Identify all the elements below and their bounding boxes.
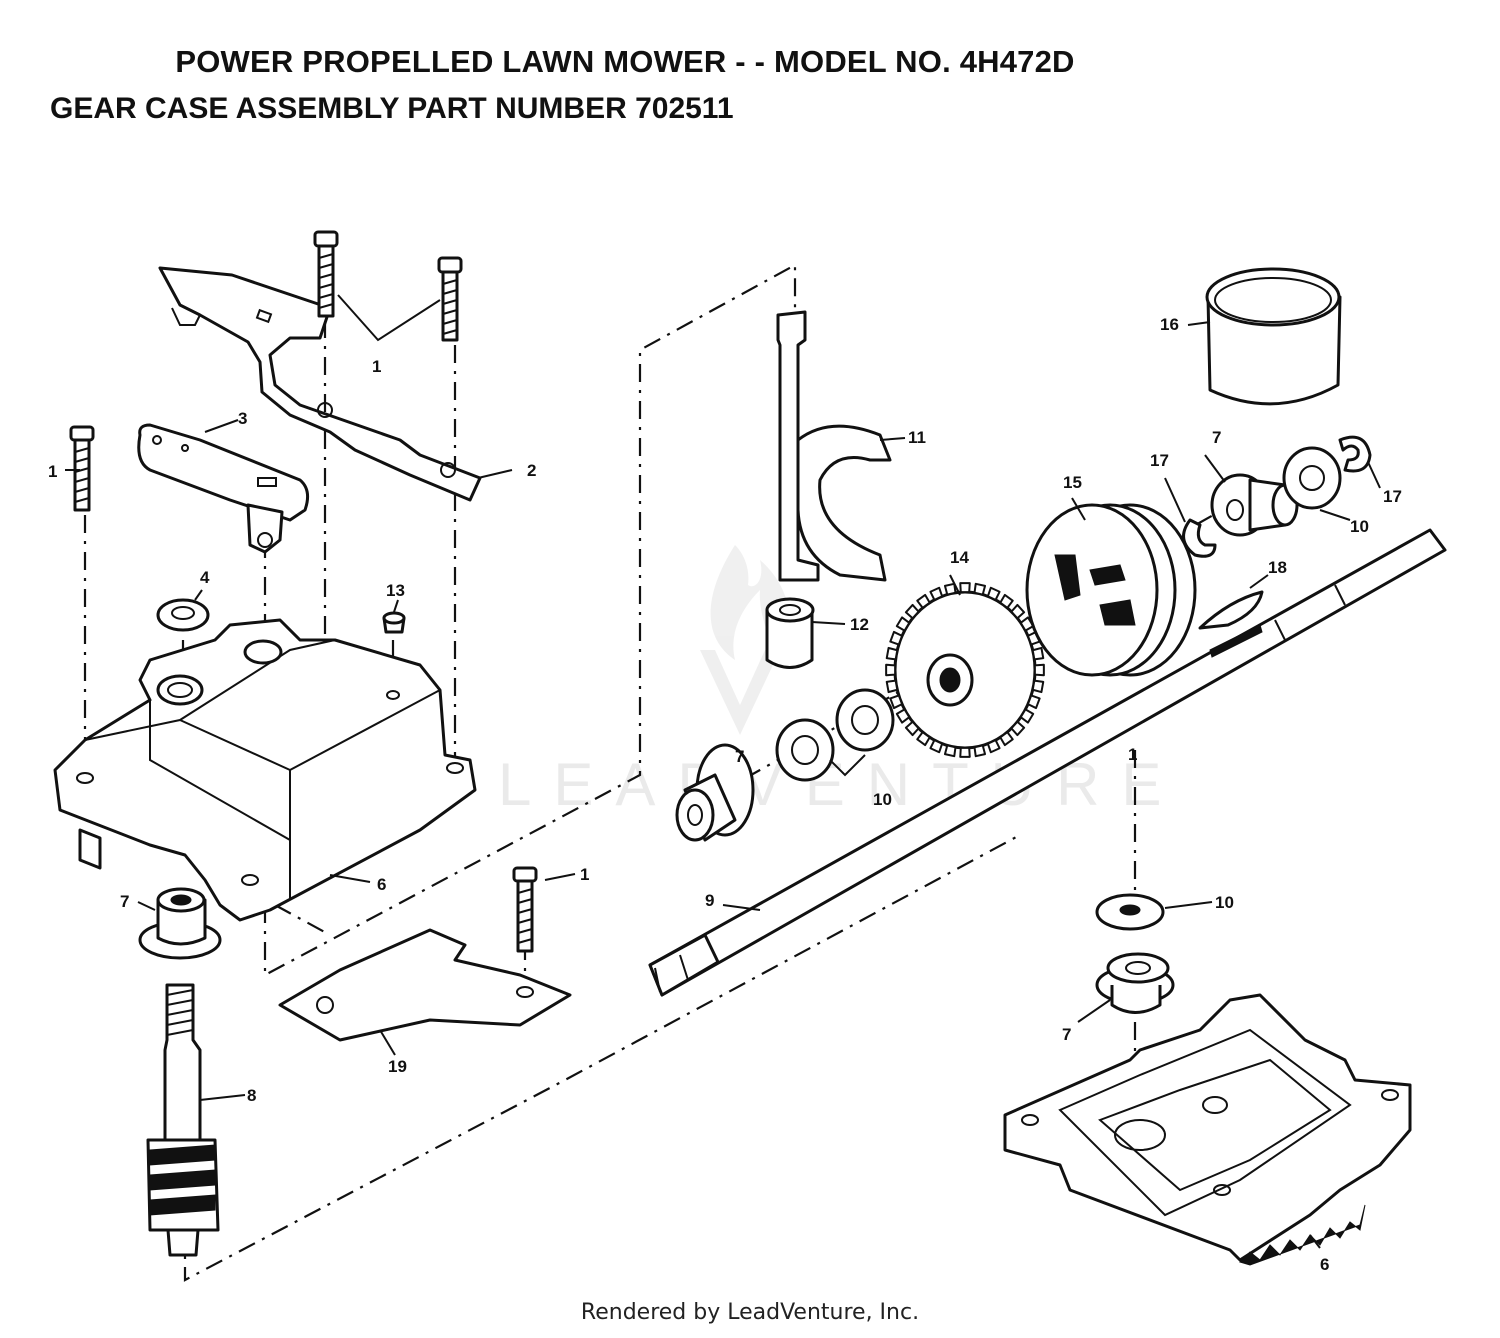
callout-6-lower: 6 xyxy=(1320,1255,1329,1274)
callout-14: 14 xyxy=(950,548,969,567)
callout-1-top: 1 xyxy=(372,357,381,376)
gear-tooth xyxy=(916,731,931,747)
footer-credit: Rendered by LeadVenture, Inc. xyxy=(580,1300,920,1325)
callout-4: 4 xyxy=(200,568,210,587)
gear-tooth xyxy=(929,586,944,601)
gear-tooth xyxy=(999,593,1014,609)
part-10-washer-right xyxy=(1282,446,1342,510)
gear-tooth xyxy=(1026,694,1041,710)
gear-tooth xyxy=(904,720,920,737)
gear-tooth xyxy=(959,582,971,594)
gear-tooth xyxy=(895,616,911,632)
callout-19: 19 xyxy=(388,1057,407,1076)
gear-tooth xyxy=(1031,679,1045,694)
watermark-text: LEADVENTURE xyxy=(498,751,1183,818)
callout-7-left: 7 xyxy=(120,892,129,911)
part-19-plate xyxy=(278,928,572,1042)
gear-tooth xyxy=(885,679,899,694)
callout-6-upper: 6 xyxy=(377,875,386,894)
gear-tooth xyxy=(986,739,1001,754)
part-14-gear xyxy=(885,582,1045,758)
callout-16: 16 xyxy=(1160,315,1179,334)
gear-tooth xyxy=(1019,708,1035,724)
gear-tooth xyxy=(986,586,1001,601)
callout-1-plate: 1 xyxy=(580,865,589,884)
part-16-cup xyxy=(1205,267,1342,406)
callout-12: 12 xyxy=(850,615,869,634)
screw-1d xyxy=(512,866,538,953)
callout-8: 8 xyxy=(247,1086,256,1105)
gear-tooth xyxy=(889,694,904,710)
callout-15: 15 xyxy=(1063,473,1082,492)
part-7-bushing-right xyxy=(1210,473,1299,537)
diagram-subtitle: GEAR CASE ASSEMBLY PART NUMBER 702511 xyxy=(50,92,734,125)
gear-tooth xyxy=(895,708,911,724)
gear-tooth xyxy=(943,744,957,758)
part-4-washer xyxy=(156,598,210,632)
callout-3: 3 xyxy=(238,409,247,428)
screw-1a xyxy=(313,230,339,318)
part-9-axle-shaft xyxy=(648,528,1447,997)
part-10-washer-lower xyxy=(1095,893,1165,931)
part-13-plug xyxy=(382,611,406,634)
part-8-worm-shaft xyxy=(146,983,220,1257)
callout-7-lower: 7 xyxy=(1062,1025,1071,1044)
callout-7-right: 7 xyxy=(1212,428,1221,447)
part-6-gear-case-upper xyxy=(53,618,477,922)
callout-labels: 1 1 1 1 2 3 4 6 6 7 7 7 7 8 9 10 10 10 1… xyxy=(48,315,1402,1274)
diagram-title-text: POWER PROPELLED LAWN MOWER - - MODEL NO.… xyxy=(175,44,1075,79)
part-15-pulley xyxy=(1025,503,1197,677)
screw-1c xyxy=(69,425,95,512)
gear-tooth xyxy=(929,739,944,754)
callout-10-right: 10 xyxy=(1350,517,1369,536)
part-18-key xyxy=(1198,590,1264,630)
gear-tooth xyxy=(959,746,971,758)
gear-tooth xyxy=(1010,603,1026,620)
watermark-v-icon xyxy=(700,650,780,735)
gear-tooth xyxy=(904,603,920,620)
callout-9: 9 xyxy=(705,891,714,910)
callout-18: 18 xyxy=(1268,558,1287,577)
callout-13: 13 xyxy=(386,581,405,600)
part-10-washers-center xyxy=(775,688,895,782)
gear-tooth xyxy=(916,593,931,609)
callout-2: 2 xyxy=(527,461,536,480)
callout-11: 11 xyxy=(908,428,926,447)
part-17-clip-b xyxy=(1338,435,1372,473)
part-11-shift-fork xyxy=(776,310,892,582)
part-12-collar xyxy=(765,597,815,669)
callout-10-center: 10 xyxy=(873,790,892,809)
callout-leaders xyxy=(65,321,1381,1249)
gear-tooth xyxy=(973,744,987,758)
part-3-shift-arm xyxy=(137,423,310,554)
part-7-bushing-center xyxy=(675,743,755,842)
part-2-bracket xyxy=(158,266,482,502)
part-7-bushing-lower xyxy=(1095,952,1175,1014)
callout-17-right: 17 xyxy=(1383,487,1402,506)
part-7-bushing-left xyxy=(138,887,222,960)
callout-7-center: 7 xyxy=(735,747,744,766)
gear-tooth xyxy=(1031,646,1045,661)
gear-tooth xyxy=(885,663,897,677)
gear-tooth xyxy=(1033,663,1045,677)
gear-tooth xyxy=(999,731,1014,747)
callout-17-left: 17 xyxy=(1150,451,1169,470)
diagram-title: POWER PROPELLED LAWN MOWER - - MODEL NO.… xyxy=(0,44,1500,80)
gear-tooth xyxy=(885,646,899,661)
callout-1-left: 1 xyxy=(48,462,57,481)
screw-1b xyxy=(437,256,463,342)
callout-10-lower: 10 xyxy=(1215,893,1234,912)
gear-tooth xyxy=(943,582,957,596)
gear-tooth xyxy=(1010,720,1026,737)
callout-1-lower: 1 xyxy=(1128,745,1137,764)
gear-tooth xyxy=(973,582,987,596)
gear-tooth xyxy=(889,630,904,646)
part-6-gear-case-lower xyxy=(1003,993,1412,1266)
part-17-clip-a xyxy=(1182,518,1217,558)
